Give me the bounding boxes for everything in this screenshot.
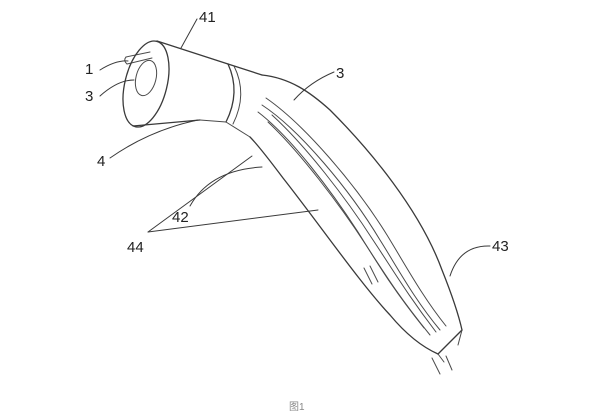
label-41: 41	[199, 9, 216, 26]
label-44: 44	[127, 239, 144, 256]
label-42: 42	[172, 209, 189, 226]
collar-4	[199, 63, 263, 138]
label-4: 4	[97, 153, 105, 170]
curved-boot	[249, 74, 463, 375]
leader-lines	[99, 18, 491, 277]
label-3-top: 3	[336, 65, 344, 82]
ferrule-41	[122, 40, 229, 128]
figure-caption: 图1	[289, 401, 305, 413]
wire-core	[124, 51, 153, 65]
reference-labels: 1 3 41 3 4 42 44 43	[85, 9, 509, 256]
label-1: 1	[85, 61, 93, 78]
label-3-left: 3	[85, 88, 93, 105]
label-43: 43	[492, 238, 509, 255]
